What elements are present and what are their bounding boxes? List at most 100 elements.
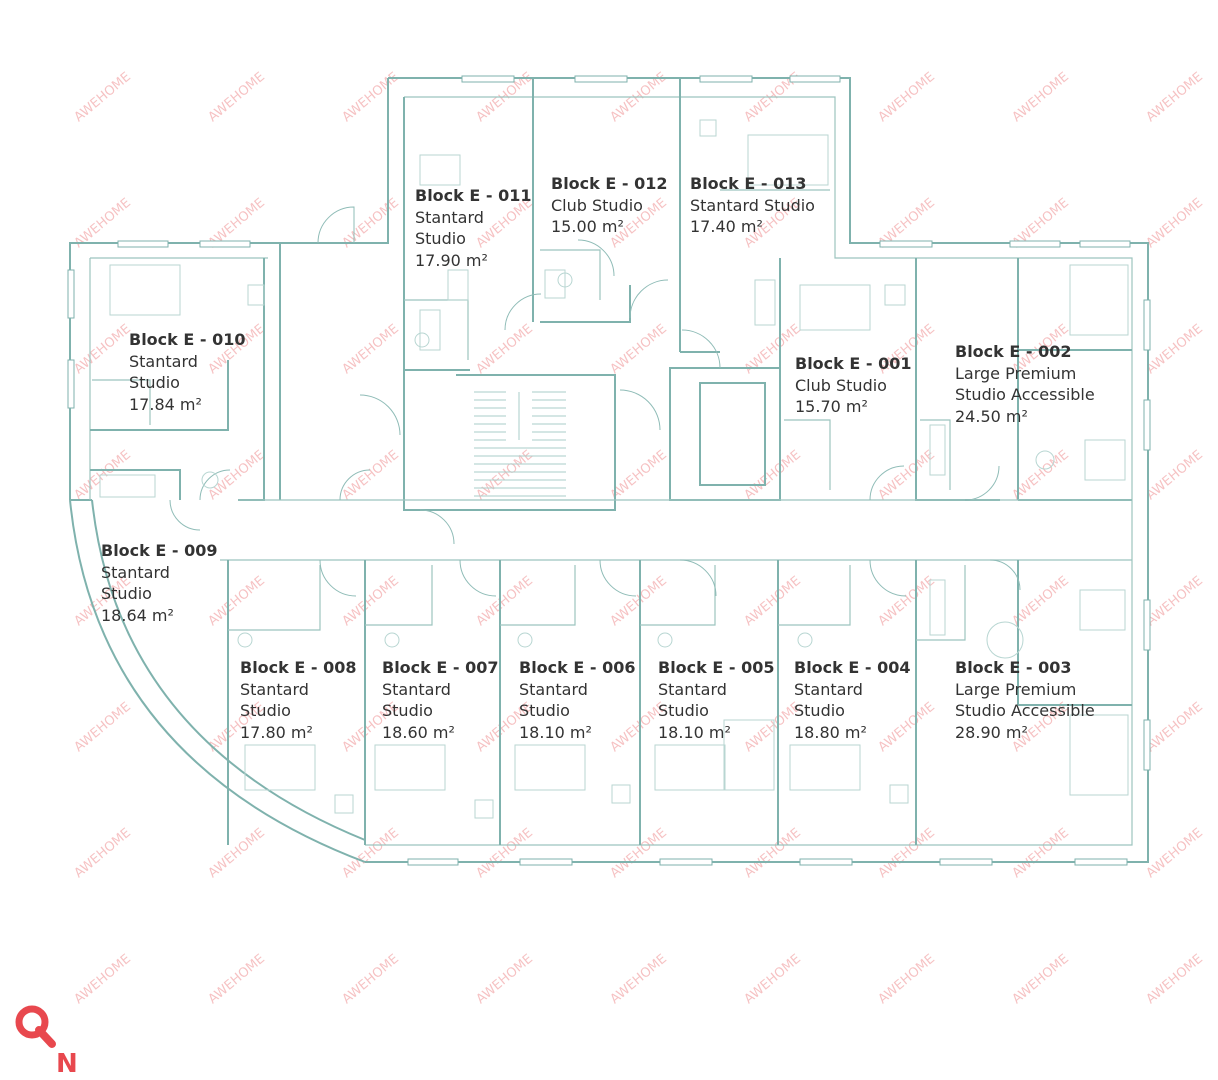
unit-type: Studio [240,701,291,720]
unit-type: Studio Accessible [955,701,1095,720]
watermark-text: AWEHOME [340,573,402,629]
windows [67,75,1151,866]
unit-type: Stantard [519,679,588,699]
watermark-text: AWEHOME [1144,951,1206,1007]
unit-label-013: Block E - 013 Stantard Studio 17.40 m² [690,173,815,238]
watermark-text: AWEHOME [72,69,134,125]
unit-area: 15.00 m² [551,217,624,236]
watermark-text: AWEHOME [608,447,670,503]
unit-type: Stantard [658,679,727,699]
doors [169,206,1021,597]
watermark-text: AWEHOME [876,69,938,125]
unit-type: Studio [794,701,845,720]
unit-area: 15.70 m² [795,397,868,416]
unit-area: 24.50 m² [955,406,1028,426]
unit-label-009: Block E - 009 Stantard Studio 18.64 m² [101,540,217,626]
watermark-text: AWEHOME [608,321,670,377]
watermark-text: AWEHOME [340,447,402,503]
watermark-text: AWEHOME [206,825,268,881]
watermark-text: AWEHOME [1010,951,1072,1007]
watermark-text: AWEHOME [72,321,134,377]
unit-area: 18.10 m² [658,722,731,742]
watermark-text: AWEHOME [1144,699,1206,755]
unit-label-010: Block E - 010 Stantard Studio 17.84 m² [129,329,245,415]
unit-label-003: Block E - 003 Large Premium Studio Acces… [955,657,1095,743]
unit-title: Block E - 009 [101,541,218,560]
unit-area: 17.90 m² [415,250,488,270]
unit-type: Studio [382,701,433,720]
unit-title: Block E - 013 [690,174,807,193]
unit-area: 18.60 m² [382,722,455,742]
watermark-text: AWEHOME [474,951,536,1007]
watermark-text: AWEHOME [1144,195,1206,251]
watermark-text: AWEHOME [1144,573,1206,629]
unit-title: Block E - 004 [794,658,911,677]
watermark-text: AWEHOME [1010,69,1072,125]
unit-label-002: Block E - 002 Large Premium Studio Acces… [955,341,1095,427]
watermark-text: AWEHOME [1010,825,1072,881]
unit-label-008: Block E - 008 Stantard Studio 17.80 m² [240,657,356,743]
unit-area: 18.64 m² [101,605,174,625]
watermark-text: AWEHOME [742,447,804,503]
watermark-text: AWEHOME [1144,321,1206,377]
watermark-text: AWEHOME [608,825,670,881]
unit-type: Stantard [101,562,170,582]
unit-area: 18.10 m² [519,722,592,742]
unit-title: Block E - 010 [129,330,246,349]
watermark-text: AWEHOME [876,825,938,881]
watermark-text: AWEHOME [608,951,670,1007]
watermark-text: AWEHOME [206,69,268,125]
unit-area: 17.40 m² [690,217,763,236]
unit-label-004: Block E - 004 Stantard Studio 18.80 m² [794,657,910,743]
unit-type: Studio [415,229,466,248]
unit-type: Large Premium [955,679,1077,699]
watermark-text: AWEHOME [206,447,268,503]
unit-type: Club Studio [795,375,887,395]
unit-title: Block E - 007 [382,658,499,677]
watermark-text: AWEHOME [206,951,268,1007]
unit-type: Stantard Studio [690,195,815,215]
unit-type: Club Studio [551,195,643,215]
watermark-text: AWEHOME [1144,447,1206,503]
unit-type: Stantard [240,679,309,699]
unit-title: Block E - 003 [955,658,1072,677]
staircase [474,391,566,497]
north-arrow-icon: N [15,1005,78,1076]
watermark-text: AWEHOME [1144,825,1206,881]
watermark-text: AWEHOME [742,951,804,1007]
watermark-text: AWEHOME [1144,69,1206,125]
watermark-text: AWEHOME [876,951,938,1007]
unit-label-006: Block E - 006 Stantard Studio 18.10 m² [519,657,635,743]
watermark-text: AWEHOME [340,321,402,377]
watermark-text: AWEHOME [474,825,536,881]
unit-title: Block E - 011 [415,186,532,205]
unit-label-012: Block E - 012 Club Studio 15.00 m² [551,173,667,238]
unit-type: Studio [129,373,180,392]
watermark-text: AWEHOME [72,699,134,755]
unit-type: Stantard [415,207,484,227]
unit-type: Stantard [382,679,451,699]
unit-label-011: Block E - 011 Stantard Studio 17.90 m² [415,185,531,271]
unit-type: Stantard [129,351,198,371]
unit-area: 17.80 m² [240,722,313,742]
watermark-text: AWEHOME [340,951,402,1007]
fixtures [99,119,1129,819]
unit-type: Studio [519,701,570,720]
watermark-text: AWEHOME [474,573,536,629]
watermark-text: AWEHOME [742,573,804,629]
unit-label-005: Block E - 005 Stantard Studio 18.10 m² [658,657,774,743]
unit-type: Studio [658,701,709,720]
watermark-text: AWEHOME [742,825,804,881]
unit-title: Block E - 008 [240,658,357,677]
watermark-text: AWEHOME [876,573,938,629]
unit-type: Studio Accessible [955,385,1095,404]
unit-title: Block E - 001 [795,354,912,373]
watermark-text: AWEHOME [608,573,670,629]
unit-title: Block E - 006 [519,658,636,677]
unit-type: Stantard [794,679,863,699]
unit-area: 28.90 m² [955,722,1028,742]
unit-title: Block E - 012 [551,174,668,193]
unit-label-001: Block E - 001 Club Studio 15.70 m² [795,353,911,418]
unit-area: 18.80 m² [794,722,867,742]
